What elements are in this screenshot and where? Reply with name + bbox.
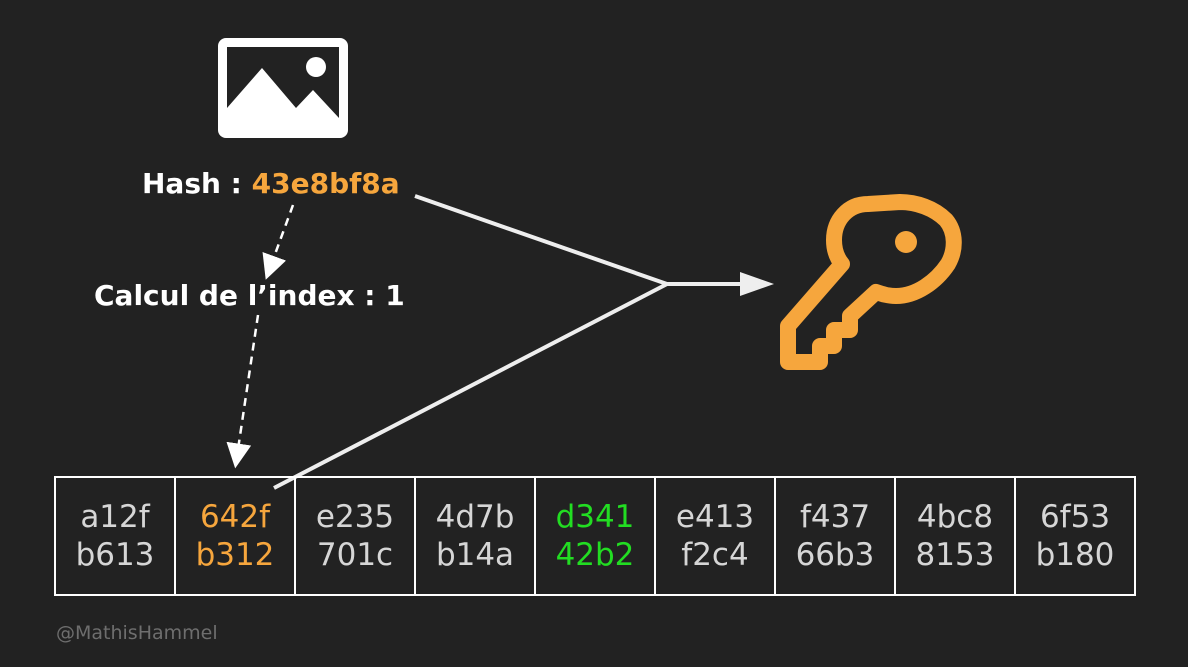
table-cell: 4bc8 8153: [896, 478, 1016, 594]
table-cell: 4d7b b14a: [416, 478, 536, 594]
table-cell-match: d341 42b2: [536, 478, 656, 594]
cell-line-1: 642f: [199, 499, 271, 535]
cell-line-1: e235: [315, 499, 395, 535]
hash-table: a12f b613 642f b312 e235 701c 4d7b b14a …: [54, 476, 1136, 596]
table-cell: 6f53 b180: [1016, 478, 1136, 594]
cell-line-1: 6f53: [1039, 499, 1111, 535]
dashed-arrow-index-to-cell: [226, 314, 260, 469]
arrowhead-to-key: [740, 272, 774, 296]
cell-line-1: 4bc8: [916, 499, 994, 535]
line-hash-to-junction: [414, 194, 668, 286]
cell-line-2: 66b3: [795, 537, 875, 573]
table-cell-index-1: 642f b312: [176, 478, 296, 594]
line-cell-to-junction: [273, 282, 668, 490]
cell-line-2: b312: [195, 537, 275, 573]
cell-line-1: 4d7b: [435, 499, 515, 535]
cell-line-2: 8153: [915, 537, 995, 573]
hash-label: Hash : 43e8bf8a: [142, 170, 400, 198]
cell-line-2: b180: [1035, 537, 1115, 573]
hash-label-text: Hash :: [142, 167, 252, 200]
cell-line-2: 42b2: [555, 537, 635, 573]
cell-line-1: a12f: [80, 499, 150, 535]
cell-line-2: b613: [75, 537, 155, 573]
image-icon: [218, 38, 348, 138]
cell-line-1: d341: [555, 499, 635, 535]
table-cell: e413 f2c4: [656, 478, 776, 594]
watermark: @MathisHammel: [56, 622, 218, 644]
table-cell: a12f b613: [56, 478, 176, 594]
key-icon: [780, 194, 962, 370]
index-label: Calcul de l’index : 1: [94, 279, 405, 312]
cell-line-2: b14a: [435, 537, 515, 573]
dashed-arrow-hash-to-index: [262, 204, 295, 280]
table-cell: f437 66b3: [776, 478, 896, 594]
cell-line-2: 701c: [316, 537, 394, 573]
hash-value: 43e8bf8a: [251, 167, 400, 200]
cell-line-1: f437: [799, 499, 871, 535]
cell-line-1: e413: [675, 499, 755, 535]
cell-line-2: f2c4: [681, 537, 749, 573]
table-cell: e235 701c: [296, 478, 416, 594]
